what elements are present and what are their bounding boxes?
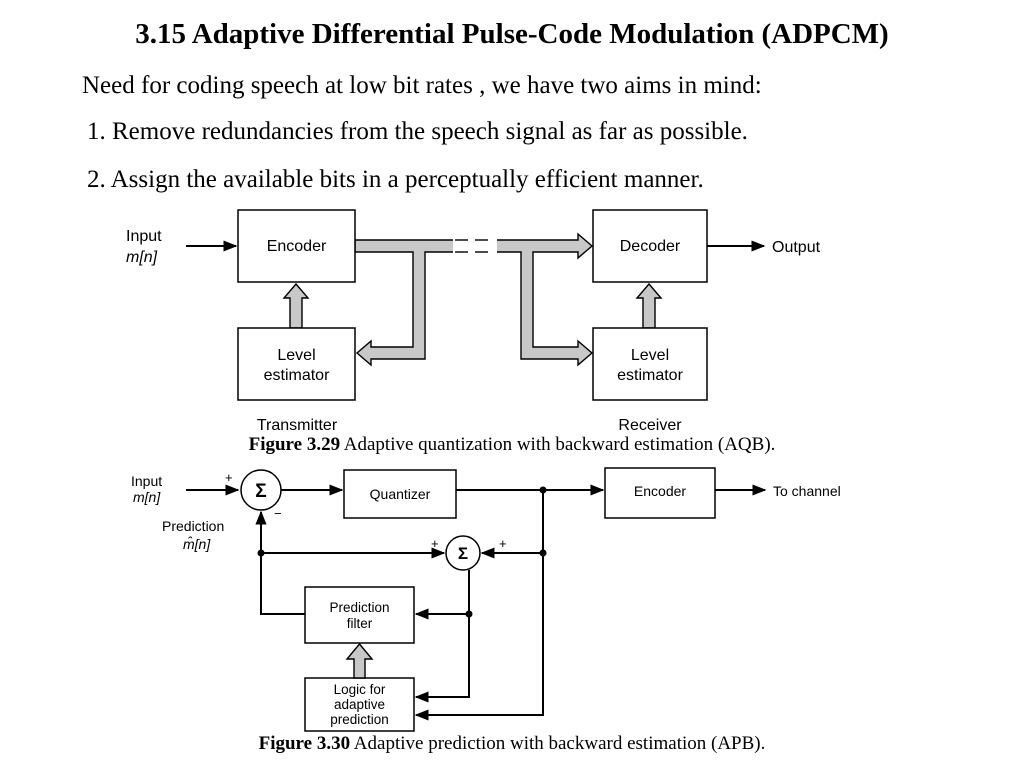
figure-3-30-caption-label: Figure 3.30	[258, 733, 351, 754]
aqb-input-label: Input	[126, 228, 162, 245]
quantized-to-logic-wire	[414, 490, 544, 721]
aqb-output-label: Output	[772, 239, 821, 256]
figure-apb-diagram: Quantizer Encoder Prediction filter Logi…	[131, 467, 841, 732]
quantizer-label: Quantizer	[370, 486, 431, 502]
feedback-summer	[445, 535, 481, 571]
tx-level-feedback-arrow	[282, 282, 310, 329]
decoder-label: Decoder	[620, 238, 681, 255]
aim-1: 1. Remove redundancies from the speech s…	[87, 118, 748, 145]
feedback-summer-plus-right: +	[499, 536, 507, 551]
feedback-summer-symbol: Σ	[458, 544, 468, 563]
junction-dot	[257, 549, 265, 557]
aim-2: 2. Assign the available bits in a percep…	[87, 166, 704, 193]
intro-text: Need for coding speech at low bit rates …	[82, 72, 762, 99]
slide-title: 3.15 Adaptive Differential Pulse-Code Mo…	[135, 18, 889, 50]
receiver-label: Receiver	[618, 417, 682, 434]
prediction-filter-box	[304, 586, 415, 644]
adaptive-logic-box	[304, 677, 415, 732]
rx-level-estimator-label-1: Level	[631, 347, 669, 364]
adaptive-logic-label-2: adaptive	[334, 697, 385, 712]
decoder-box	[592, 209, 708, 283]
prediction-feedback-wire	[255, 510, 305, 615]
aqb-input-signal: m[n]	[126, 249, 158, 266]
summer-to-filter-wire	[414, 570, 470, 620]
rx-level-estimator-box	[592, 327, 708, 401]
rx-level-estimator-label-2: estimator	[617, 367, 683, 384]
tx-level-estimator-label-1: Level	[277, 347, 315, 364]
junction-dot	[465, 610, 473, 618]
input-summer-minus: −	[274, 506, 282, 521]
junction-dot	[539, 549, 547, 557]
apb-input-label: Input	[131, 473, 162, 489]
apb-encoder-label: Encoder	[634, 483, 686, 499]
tx-level-estimator-label-2: estimator	[264, 367, 330, 384]
figure-3-29-caption-label: Figure 3.29	[248, 434, 341, 455]
feedback-summer-plus-left: +	[431, 536, 439, 551]
apb-encoder-box	[604, 467, 716, 519]
figure-3-29-caption: Figure 3.29 Adaptive quantization with b…	[0, 434, 1024, 456]
channel-bus-arrow	[354, 232, 594, 367]
to-channel-label: To channel	[773, 483, 841, 499]
adaptive-logic-label-3: prediction	[330, 712, 389, 727]
quantizer-box	[343, 469, 457, 519]
tx-level-estimator-box	[237, 327, 356, 401]
encoder-box	[237, 209, 356, 283]
apb-prediction-signal: m̂[n]	[183, 536, 211, 552]
figure-3-29-caption-text: Adaptive quantization with backward esti…	[340, 434, 776, 455]
figure-3-30-caption: Figure 3.30 Adaptive prediction with bac…	[0, 733, 1024, 755]
encoder-label: Encoder	[267, 238, 327, 255]
transmitter-label: Transmitter	[257, 417, 338, 434]
prediction-filter-label-2: filter	[347, 616, 373, 631]
input-summer-plus: +	[225, 470, 233, 485]
summer-to-logic-wire	[414, 614, 470, 703]
logic-to-filter-arrow	[345, 642, 374, 679]
adaptive-logic-label-1: Logic for	[334, 682, 386, 697]
prediction-filter-label-1: Prediction	[329, 600, 389, 615]
figure-aqb-diagram: Encoder Decoder Level estimator Level es…	[126, 209, 821, 434]
apb-input-signal: m[n]	[133, 489, 161, 505]
rx-level-feedback-arrow	[635, 282, 663, 329]
junction-dot	[539, 486, 547, 494]
input-summer-symbol: Σ	[255, 481, 266, 502]
figure-3-30-caption-text: Adaptive prediction with backward estima…	[350, 733, 766, 754]
apb-prediction-label: Prediction	[162, 518, 224, 534]
